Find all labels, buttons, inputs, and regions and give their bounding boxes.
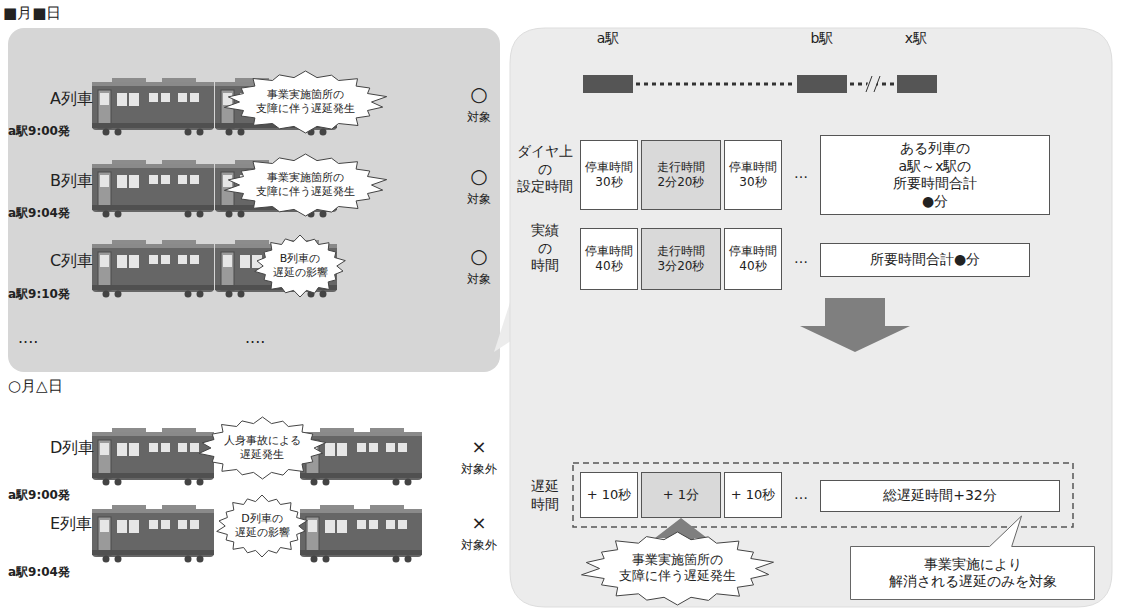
time-box: 総遅延時間+32分 [820,480,1060,512]
time-box: 停車時間30秒 [580,140,638,210]
train-name: B列車 [50,171,93,190]
status-text: 対象外 [461,538,497,552]
panel-background [8,28,500,372]
row-label: 実績 の 時間 [531,222,559,275]
train-name: E列車 [50,514,92,533]
burst-callout: 事業実施箇所の 支障に伴う遅延発生 [580,532,775,605]
row-label: 遅延 時間 [531,478,559,513]
time-box: + 10秒 [724,472,782,518]
node-text: + 10秒 [587,487,632,503]
date-heading: ■月■日 [3,4,61,22]
status-mark: × [471,512,486,534]
highlight-box: 走行時間3分20秒 [641,228,721,290]
departure-time: a駅9:04発 [8,565,70,579]
note-callout: 事業実施により 解消される遅延のみを対象 [850,546,1095,600]
node-text: 事業実施により 解消される遅延のみを対象 [889,556,1057,591]
node-text: 事業実施箇所の 支障に伴う遅延発生 [256,88,355,116]
burst-outline [224,71,386,133]
ellipsis-mark: … [794,250,808,267]
status-mark: ○ [470,164,487,188]
node-text: 走行時間 [657,160,705,175]
node-text: 事業実施箇所の 支障に伴う遅延発生 [619,552,736,585]
train-name: A列車 [50,89,93,108]
burst-callout: 事業実施箇所の 支障に伴う遅延発生 [223,71,388,133]
down-arrow [800,298,910,352]
departure-time: a駅9:00発 [8,488,70,502]
burst-outline [217,495,308,557]
burst-callout: 事業実施箇所の 支障に伴う遅延発生 [223,154,388,216]
departure-time: a駅9:10発 [8,287,70,301]
node-text: 3分20秒 [658,259,705,274]
node-text: D列車の 遅延の影響 [235,512,290,540]
status-mark: ○ [470,244,487,268]
time-box: + 10秒 [580,472,638,518]
burst-callout: B列車の 遅延の影響 [254,235,346,297]
status-text: 対象外 [461,462,497,476]
ellipsis-mark: … [794,165,808,182]
burst-outline [255,235,346,297]
node-text: 事業実施箇所の 支障に伴う遅延発生 [256,171,355,199]
date-heading: ○月△日 [8,377,63,395]
node-text: 30秒 [595,175,622,190]
node-text: 停車時間 [585,160,633,175]
station-name: a駅 [597,30,620,47]
status-mark: ○ [470,82,487,106]
node-text: ある列車の a駅～x駅の 所要時間合計●分 [893,140,977,210]
time-box: 停車時間40秒 [724,228,782,290]
station-name: x駅 [905,30,927,47]
node-text: 走行時間 [657,244,705,259]
station-name: b駅 [811,30,834,47]
train-name: C列車 [50,251,93,270]
burst-outline [581,532,773,605]
node-text: 総遅延時間+32分 [883,487,997,505]
node-text: 停車時間 [585,244,633,259]
ellipsis-mark: … [794,486,808,503]
ellipsis-mark: .... [245,328,265,347]
burst-callout: 人身事故による 遅延発生 [198,417,327,479]
node-text: 所要時間合計●分 [870,251,980,269]
departure-time: a駅9:04発 [8,206,70,220]
node-text: + 1分 [663,487,699,503]
callout-outline [851,516,1095,600]
status-text: 対象 [467,192,491,206]
node-text: 停車時間 [729,244,777,259]
burst-outline [199,417,326,479]
node-text: 2分20秒 [658,175,705,190]
highlight-box: 走行時間2分20秒 [641,140,721,210]
track-line [583,75,937,93]
ellipsis-mark: .... [18,328,38,347]
burst-callout: D列車の 遅延の影響 [216,495,308,557]
time-box: 停車時間30秒 [724,140,782,210]
node-text: B列車の 遅延の影響 [273,252,328,280]
departure-time: a駅9:00発 [8,124,70,138]
node-text: 停車時間 [729,160,777,175]
burst-outline [224,154,386,216]
node-text: + 10秒 [731,487,776,503]
status-mark: × [471,436,486,458]
time-box: 所要時間合計●分 [820,243,1030,277]
dashed-frame [573,463,1073,527]
row-label: ダイヤ上 の 設定時間 [517,143,573,196]
status-text: 対象 [467,272,491,286]
status-text: 対象 [467,110,491,124]
time-box: ある列車の a駅～x駅の 所要時間合計●分 [820,135,1050,215]
node-text: 30秒 [739,175,766,190]
node-text: 人身事故による 遅延発生 [224,434,301,462]
node-text: 40秒 [739,259,766,274]
time-box: 停車時間40秒 [580,228,638,290]
panel-background [510,28,1112,607]
train-name: D列車 [50,438,94,457]
node-text: 40秒 [595,259,622,274]
highlight-box: + 1分 [641,472,721,518]
